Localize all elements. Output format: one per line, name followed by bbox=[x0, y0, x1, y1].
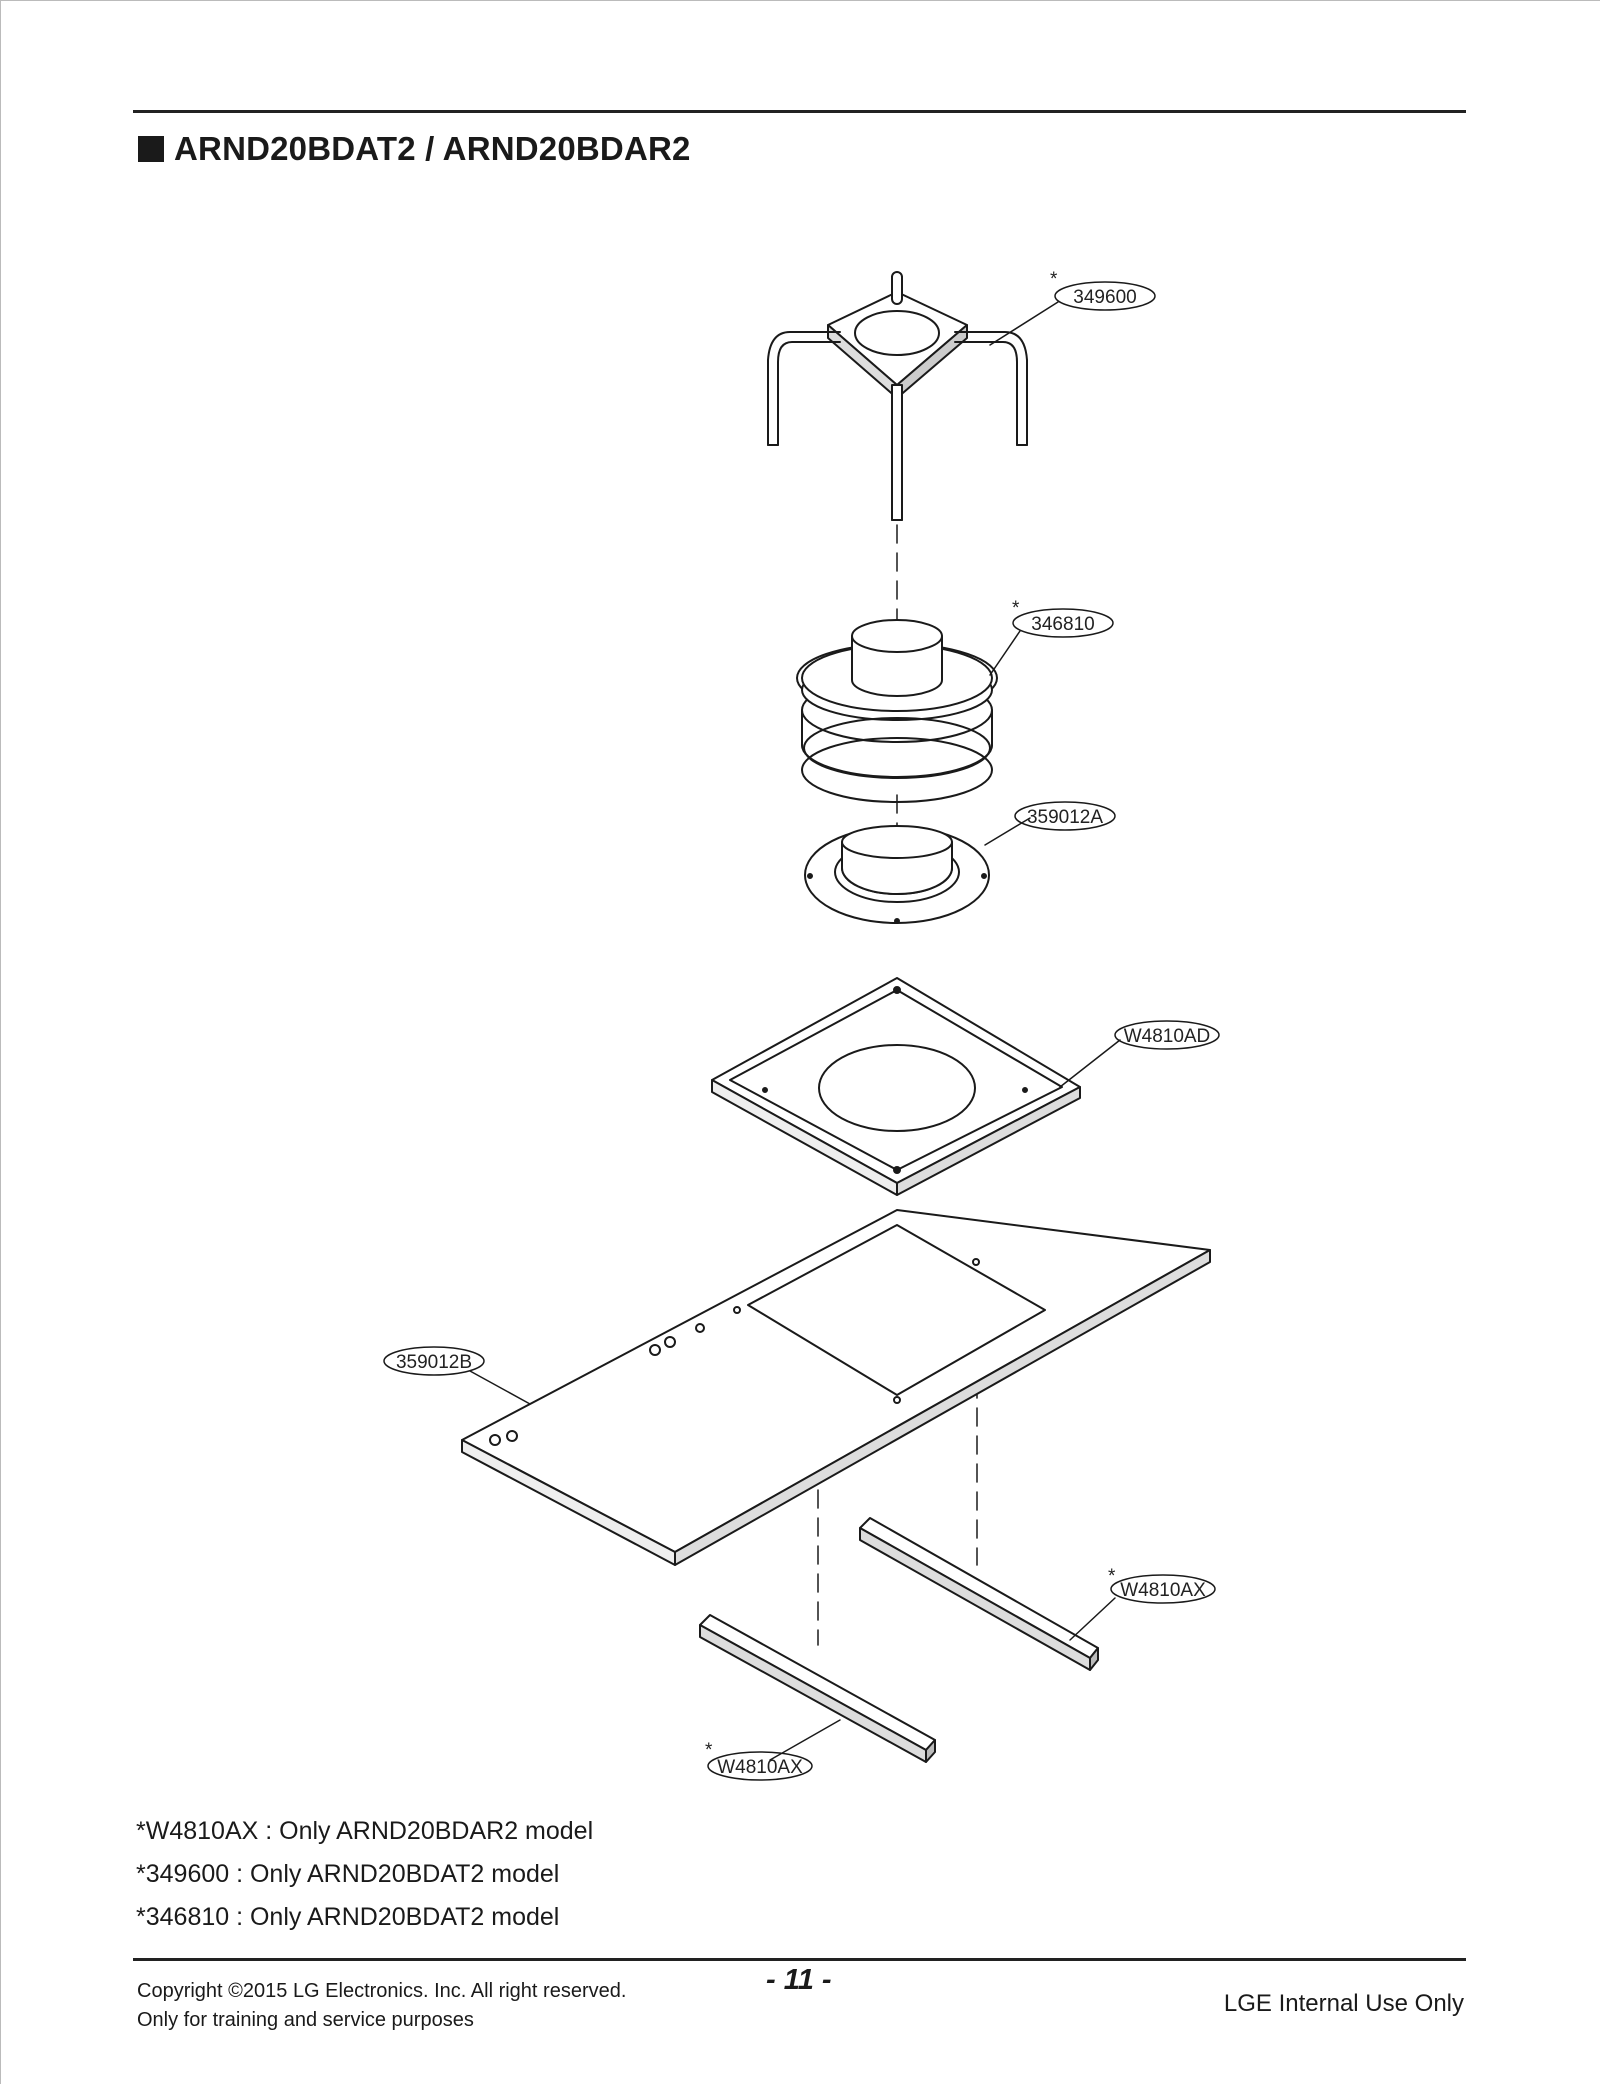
header-rule bbox=[133, 110, 1466, 113]
part-W4810AX-rail-left bbox=[699, 1614, 936, 1763]
model-notes: *W4810AX : Only ARND20BDAR2 model *34960… bbox=[136, 1810, 593, 1939]
svg-text:*: * bbox=[705, 1740, 713, 1761]
callout-346810: * 346810 bbox=[1012, 598, 1114, 638]
note-line: *349600 : Only ARND20BDAT2 model bbox=[136, 1860, 560, 1888]
footer-copyright-block: Copyright ©2015 LG Electronics. Inc. All… bbox=[137, 1977, 626, 2035]
part-W4810AD-frame bbox=[711, 977, 1081, 1196]
heading-bullet-icon bbox=[138, 136, 164, 162]
copyright-text: Copyright ©2015 LG Electronics. Inc. All… bbox=[137, 1980, 627, 2002]
part-349600-stand bbox=[767, 271, 1028, 521]
callout-label-W4810AX-left: W4810AX bbox=[717, 1757, 803, 1778]
callout-W4810AD: W4810AD bbox=[1114, 1020, 1220, 1050]
callout-349600: * 349600 bbox=[1050, 269, 1156, 311]
part-W4810AX-rail-right bbox=[859, 1517, 1099, 1671]
page-edge-left bbox=[0, 0, 1, 2084]
callout-label-W4810AD: W4810AD bbox=[1124, 1026, 1211, 1047]
internal-use-label: LGE Internal Use Only bbox=[1223, 1990, 1464, 2017]
callout-359012A: 359012A bbox=[1014, 801, 1116, 831]
callout-label-W4810AX-right: W4810AX bbox=[1120, 1580, 1206, 1601]
leader-lines bbox=[469, 301, 1121, 1761]
callout-label-349600: 349600 bbox=[1073, 287, 1136, 308]
exploded-parts-diagram: * 349600 * 346810 359012A W4810AD 359012… bbox=[383, 269, 1220, 1781]
part-359012A-flange bbox=[804, 825, 990, 924]
callout-359012B: 359012B bbox=[383, 1346, 485, 1376]
callout-label-359012B: 359012B bbox=[396, 1352, 472, 1373]
section-title: ARND20BDAT2 / ARND20BDAR2 bbox=[174, 130, 691, 167]
svg-text:*: * bbox=[1012, 598, 1020, 619]
footer-rule bbox=[133, 1958, 1466, 1961]
callout-label-346810: 346810 bbox=[1031, 614, 1094, 635]
page-number: - 11 - bbox=[766, 1964, 832, 1996]
callout-W4810AX-left: * W4810AX bbox=[705, 1740, 813, 1781]
part-359012B-base-plate bbox=[461, 1209, 1211, 1566]
page-edge-top bbox=[0, 0, 1600, 1]
part-346810-hood bbox=[796, 619, 998, 803]
section-heading: ARND20BDAT2 / ARND20BDAR2 bbox=[138, 130, 691, 168]
purpose-text: Only for training and service purposes bbox=[137, 2009, 474, 2031]
svg-text:*: * bbox=[1108, 1566, 1116, 1587]
svg-text:*: * bbox=[1050, 269, 1058, 290]
callout-label-359012A: 359012A bbox=[1027, 807, 1103, 828]
note-line: *W4810AX : Only ARND20BDAR2 model bbox=[136, 1817, 594, 1845]
callout-W4810AX-right: * W4810AX bbox=[1108, 1566, 1216, 1604]
note-line: *346810 : Only ARND20BDAT2 model bbox=[136, 1903, 560, 1931]
